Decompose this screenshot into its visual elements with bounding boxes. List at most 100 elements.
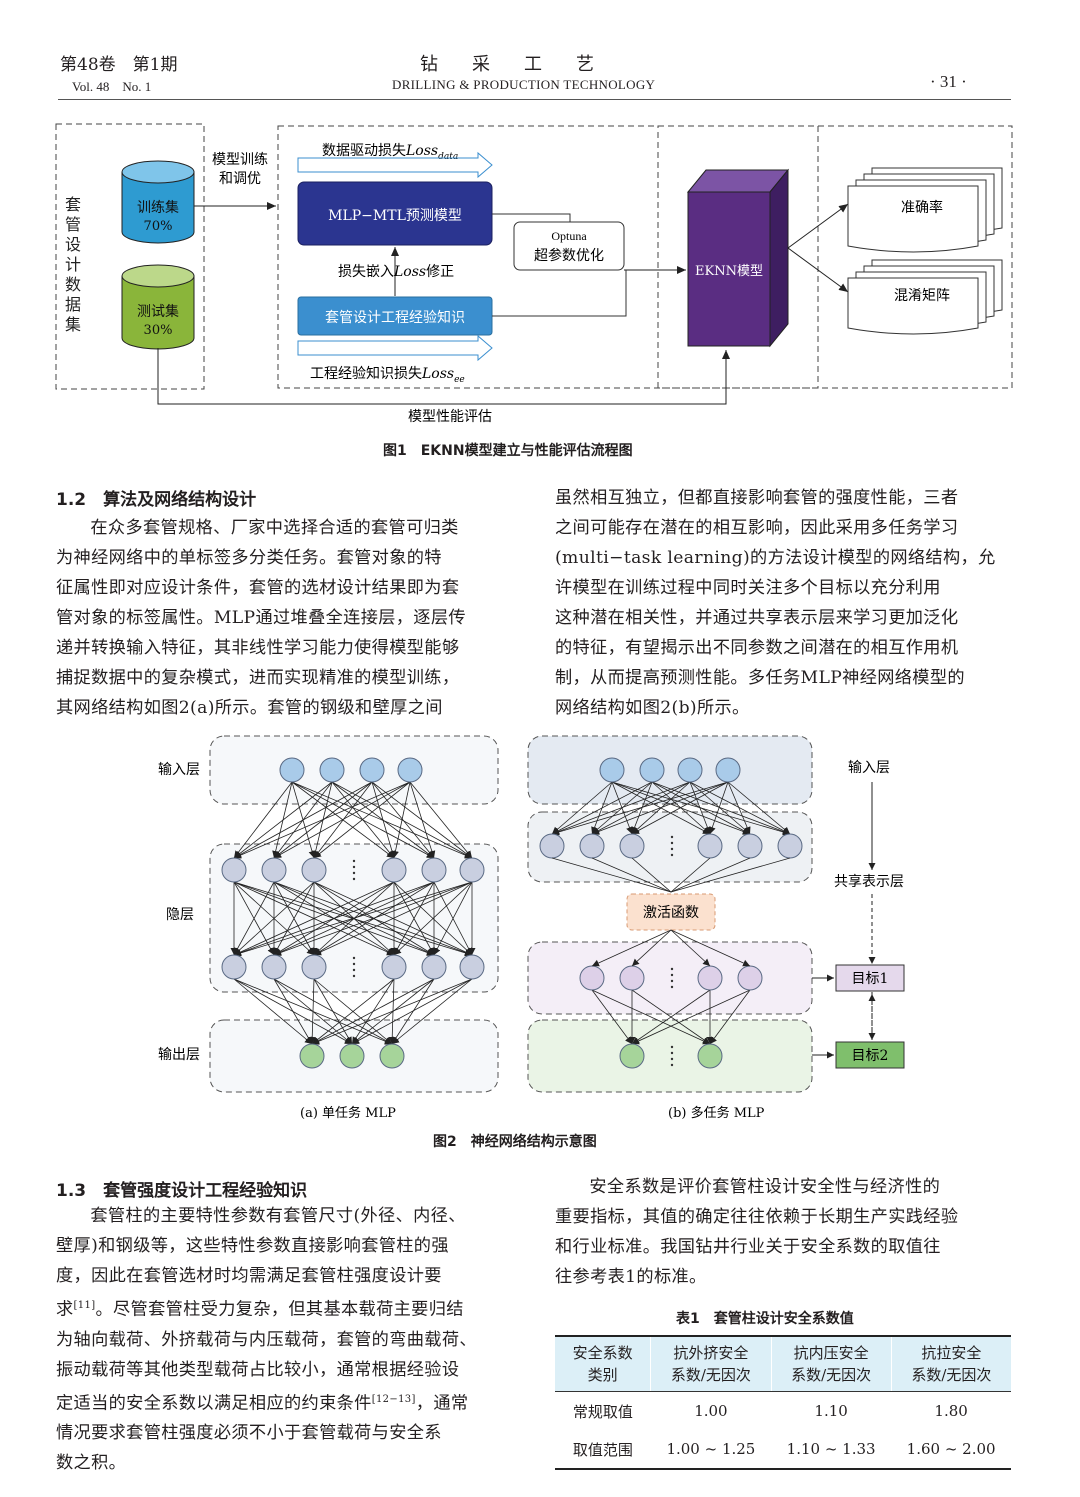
table-header-cell: 抗外挤安全系数/无因次 [650, 1336, 772, 1392]
text-line: 在众多套管规格、厂家中选择合适的套管可归类 [90, 518, 459, 538]
neuron-node [639, 757, 665, 783]
edge [670, 857, 751, 893]
text-line: 的特征，有望揭示出不同参数之间潜在的相互作用机 [555, 638, 959, 658]
table-header-row: 安全系数类别 抗外挤安全系数/无因次 抗内压安全系数/无因次 抗拉安全系数/无因… [555, 1336, 1011, 1392]
edge [591, 857, 672, 893]
neuron-node [459, 857, 485, 883]
ellipsis-dot [352, 877, 356, 881]
table-1-caption: 表1 套管柱设计安全系数值 [676, 1311, 854, 1327]
text-line: 许模型在训练过程中同时关注多个目标以充分利用 [555, 578, 941, 598]
edge [233, 978, 313, 1045]
table-cell: 1.00 [694, 1402, 728, 1420]
svg-text:和调优: 和调优 [219, 171, 261, 187]
edge [551, 781, 691, 835]
neuron-node [619, 965, 645, 991]
svg-text:30%: 30% [144, 323, 173, 338]
table-cell: 常规取值 [572, 1402, 633, 1421]
edge [670, 929, 711, 967]
safety-factor-table: 安全系数类别 抗外挤安全系数/无因次 抗内压安全系数/无因次 抗拉安全系数/无因… [555, 1335, 1011, 1470]
ellipsis-dot [352, 974, 356, 978]
section-1-3-heading: 1.3 套管强度设计工程经验知识 [56, 1181, 308, 1201]
edge [651, 781, 711, 835]
neuron-node [397, 757, 423, 783]
svg-text:测试集: 测试集 [137, 303, 179, 320]
text-line: 重要指标，其值的确定往往依赖于长期生产实践经验 [555, 1207, 959, 1227]
table-header-cell: 安全系数类别 [555, 1336, 651, 1392]
neuron-node [279, 757, 305, 783]
svg-text:超参数优化: 超参数优化 [534, 247, 604, 264]
svg-text:模型训练: 模型训练 [212, 152, 268, 168]
table-cell: 1.80 [934, 1402, 968, 1420]
edge [233, 781, 373, 859]
neuron-node [579, 965, 605, 991]
network-b-edges-nodes [539, 757, 803, 1069]
figure-1-flowchart: 套管设 计数据 集 训练集 70% 测试集 30% 模型训练 和调优 数据驱动损… [55, 123, 1013, 425]
figure-1-caption: 图1 EKNN模型建立与性能评估流程图 [383, 443, 633, 459]
neuron-node [619, 833, 645, 859]
section-1-2-left-column: 在众多套管规格、厂家中选择合适的套管可归类 为神经网络中的单标签多分类任务。套管… [56, 513, 516, 723]
journal-title-cn: 钻采工艺 [420, 54, 628, 75]
text-line: 之间可能存在潜在的相互影响，因此采用多任务学习 [555, 518, 959, 538]
svg-text:EKNN模型: EKNN模型 [695, 264, 763, 279]
page-number: · 31 · [930, 72, 967, 91]
ellipsis-dot [352, 962, 356, 966]
text-line: 为神经网络中的单标签多分类任务。套管对象的特 [56, 548, 442, 568]
text-line: 情况要求套管柱强度必须不小于套管载荷与安全系 [56, 1423, 442, 1444]
text-line: 套管柱的主要特性参数有套管尺寸(外径、内径、 [90, 1206, 466, 1226]
text-line: 递并转换输入特征，其非线性学习能力使得模型能够 [56, 638, 460, 658]
eval-region [657, 125, 1013, 389]
ellipsis-dot [352, 968, 356, 972]
ellipsis-dot [670, 979, 674, 983]
neuron-node [697, 833, 723, 859]
edge [233, 881, 435, 956]
table-cell: 取值范围 [572, 1440, 633, 1459]
data-loss-label: 数据驱动损失Lossdata [322, 143, 458, 162]
b-input-panel [527, 735, 813, 805]
svg-text:训练集: 训练集 [137, 199, 179, 216]
edge [631, 781, 653, 835]
neuron-node [301, 954, 327, 980]
figure-2-caption: 图2 神经网络结构示意图 [433, 1134, 597, 1150]
edge [233, 881, 275, 956]
text-line: 征属性即对应设计条件，套管的选材设计结果即为套 [56, 578, 460, 598]
edge [233, 781, 293, 859]
edge [308, 978, 316, 1045]
neuron-node [737, 833, 763, 859]
svg-text:Optuna: Optuna [551, 229, 587, 243]
figure-2-network-diagram: 输入层 隐层 输出层 激活函数 输入层 共享表示层 目标1 目标2 (a) 单任… [158, 735, 905, 1121]
edge [233, 781, 333, 859]
ellipsis-dot [670, 1051, 674, 1055]
loss-embed-label: 损失嵌入Loss修正 [338, 264, 454, 280]
table-cell: 1.60 ~ 2.00 [906, 1440, 996, 1458]
neuron-node [459, 954, 485, 980]
train-set-cylinder: 训练集 70% [121, 160, 195, 244]
citation-11: [11] [73, 1300, 96, 1311]
text-line: 和行业标准。我国钻井行业关于安全系数的取值往 [555, 1237, 941, 1257]
table-header-cell: 抗拉安全系数/无因次 [890, 1336, 1011, 1392]
text-line: 制，从而提高预测性能。多任务MLP神经网络模型的 [555, 668, 965, 688]
neuron-node [299, 1043, 325, 1069]
edge [273, 781, 411, 859]
text-line: 定适当的安全系数以满足相应的约束条件[12−13]，通常 [56, 1393, 469, 1414]
edge [233, 881, 473, 957]
ellipsis-dot [670, 835, 674, 839]
edge [273, 881, 473, 956]
target2-box [835, 1041, 905, 1069]
edge [351, 978, 473, 1045]
neuron-node [221, 954, 247, 980]
confusion-matrix-doc-stack [847, 259, 1003, 335]
edge [551, 781, 613, 835]
neuron-node [697, 1043, 723, 1069]
header-rule [58, 99, 1011, 100]
text-line: 这种潜在相关性，并通过共享表示层来学习更加泛化 [555, 608, 959, 628]
journal-title-en: DRILLING & PRODUCTION TECHNOLOGY [392, 77, 656, 92]
model-eval-label: 模型性能评估 [408, 409, 492, 425]
neuron-node [381, 857, 407, 883]
neuron-node [421, 857, 447, 883]
neuron-node [421, 954, 447, 980]
ellipsis-dot [670, 967, 674, 971]
edge [409, 781, 436, 859]
neuron-node [339, 1043, 365, 1069]
edge [273, 881, 315, 956]
neuron-node [359, 757, 385, 783]
